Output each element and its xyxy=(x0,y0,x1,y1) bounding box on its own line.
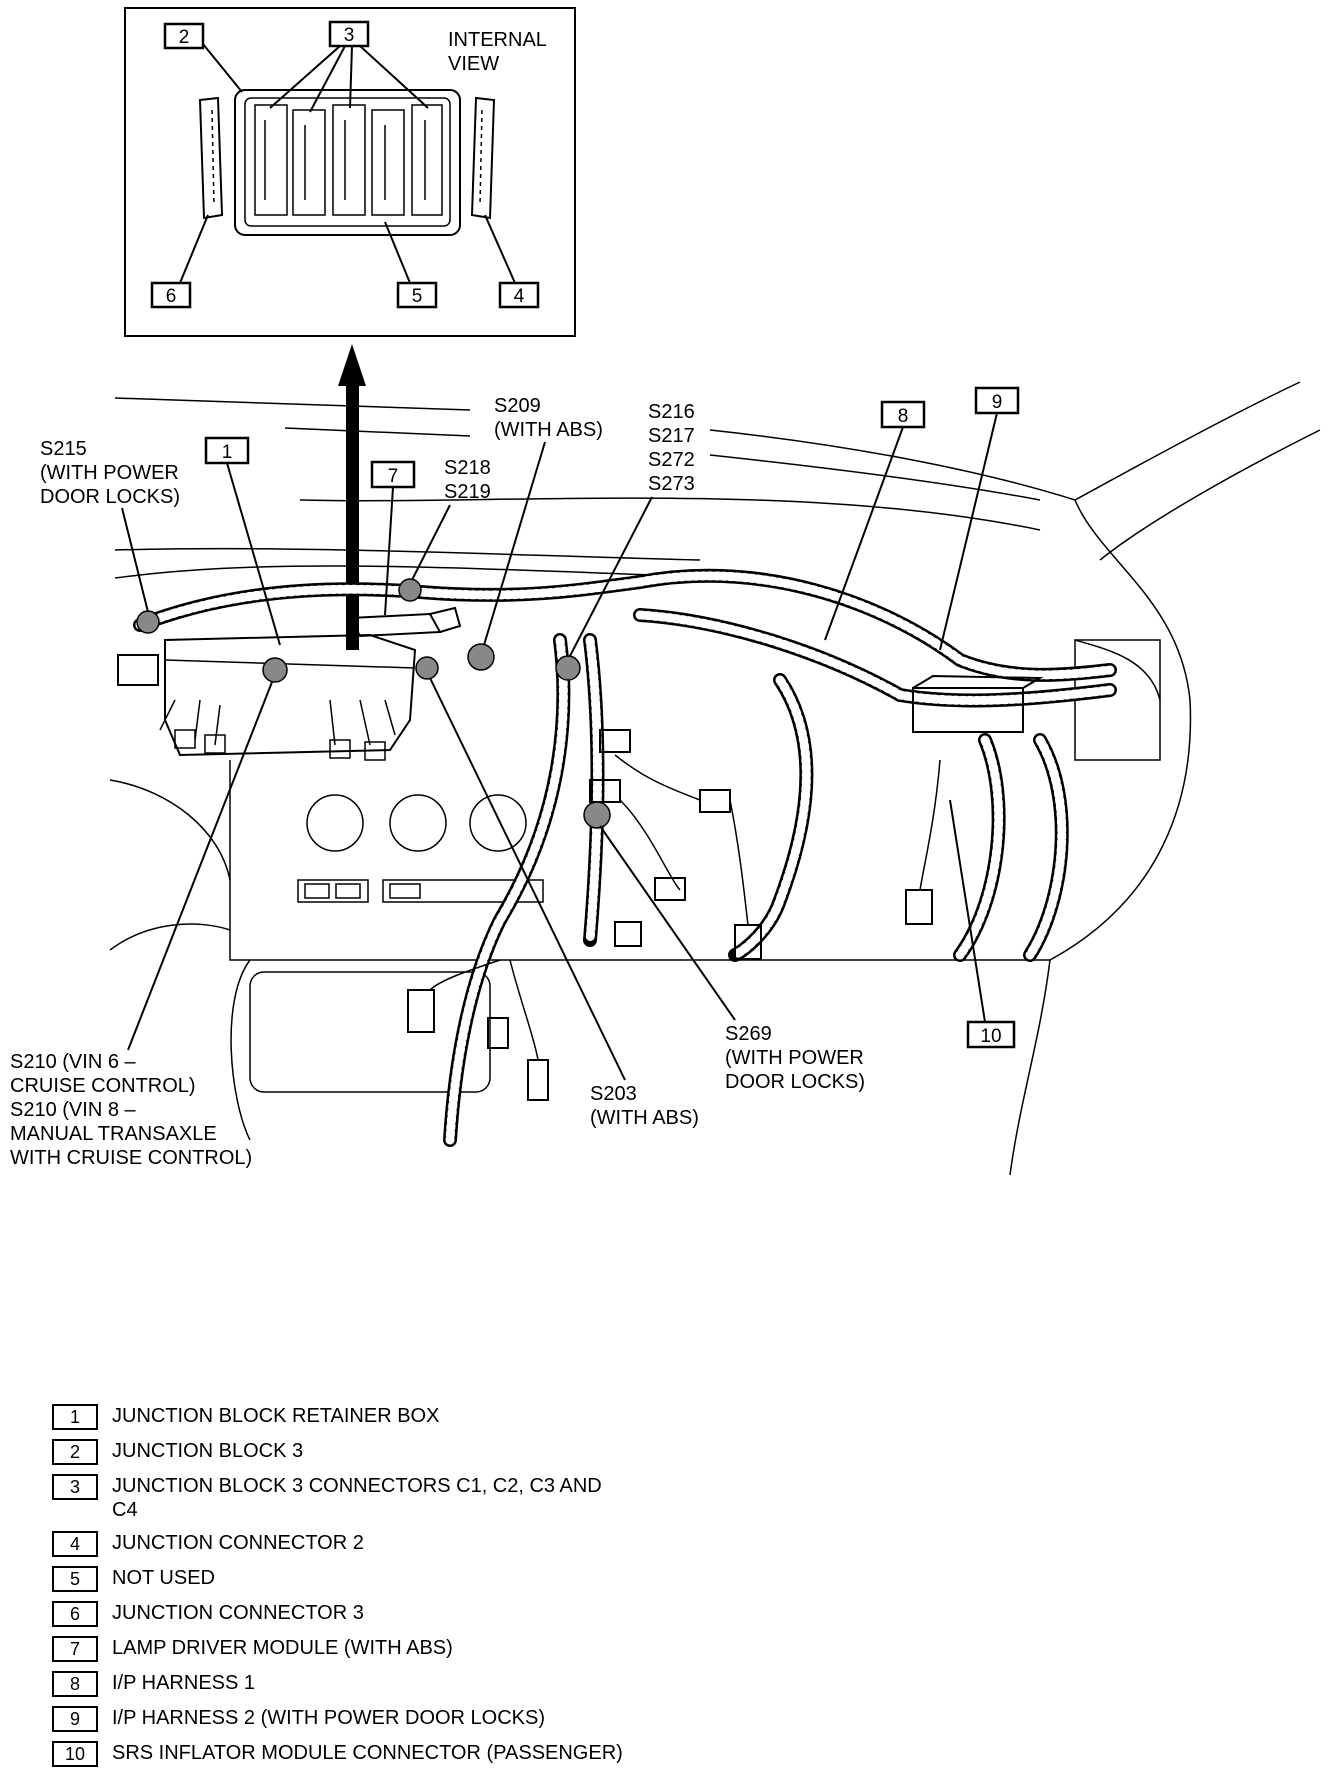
svg-text:(WITH ABS): (WITH ABS) xyxy=(590,1107,699,1129)
splice-s203 xyxy=(415,656,439,680)
legend-text: JUNCTION BLOCK 3 xyxy=(112,1440,304,1462)
view-arrow xyxy=(338,344,366,650)
label-s218-s219: S218 S219 xyxy=(411,457,491,581)
splice-s218-s219 xyxy=(398,578,422,602)
legend-text: SRS INFLATOR MODULE CONNECTOR (PASSENGER… xyxy=(112,1742,623,1764)
legend-text: I/P HARNESS 1 xyxy=(112,1672,256,1694)
svg-text:S218: S218 xyxy=(444,457,491,479)
inset-title-line1: INTERNAL xyxy=(448,29,547,51)
legend-text: I/P HARNESS 2 (WITH POWER DOOR LOCKS) xyxy=(112,1707,546,1729)
legend-number: 9 xyxy=(52,1706,98,1732)
legend-text: JUNCTION BLOCK RETAINER BOX xyxy=(112,1405,440,1427)
legend-item: 3 JUNCTION BLOCK 3 CONNECTORS C1, C2, C3… xyxy=(52,1474,952,1522)
inset-title-line2: VIEW xyxy=(448,53,499,75)
legend-number: 6 xyxy=(52,1601,98,1627)
svg-text:S215: S215 xyxy=(40,438,87,460)
label-s209: S209 (WITH ABS) xyxy=(483,395,603,646)
svg-text:S272: S272 xyxy=(648,449,695,471)
legend-number: 3 xyxy=(52,1474,98,1500)
label-s216-s273: S216 S217 S272 S273 xyxy=(569,401,695,657)
svg-text:(WITH POWER: (WITH POWER xyxy=(40,462,179,484)
callout-9: 9 xyxy=(939,386,1020,651)
svg-text:S269: S269 xyxy=(725,1023,772,1045)
svg-text:1: 1 xyxy=(222,442,233,463)
legend-item: 6 JUNCTION CONNECTOR 3 xyxy=(52,1601,952,1627)
legend-text: JUNCTION CONNECTOR 2 xyxy=(112,1532,364,1554)
svg-text:S203: S203 xyxy=(590,1083,637,1105)
svg-text:9: 9 xyxy=(992,392,1003,413)
svg-text:S210 (VIN 6 –: S210 (VIN 6 – xyxy=(10,1051,137,1073)
svg-text:WITH CRUISE CONTROL): WITH CRUISE CONTROL) xyxy=(10,1147,252,1169)
harness-connectors xyxy=(407,674,1044,1101)
svg-text:DOOR LOCKS): DOOR LOCKS) xyxy=(40,486,180,508)
legend-item: 8 I/P HARNESS 1 xyxy=(52,1671,952,1697)
svg-text:S219: S219 xyxy=(444,481,491,503)
label-s215: S215 (WITH POWER DOOR LOCKS) xyxy=(40,438,180,613)
label-s203: S203 (WITH ABS) xyxy=(429,677,699,1129)
legend-text: NOT USED xyxy=(112,1567,215,1589)
legend-item: 5 NOT USED xyxy=(52,1566,952,1592)
callout-10: 10 xyxy=(949,799,1016,1049)
legend-item: 10 SRS INFLATOR MODULE CONNECTOR (PASSEN… xyxy=(52,1741,952,1767)
inset-callout-5: 5 xyxy=(412,286,423,307)
junction-block-retainer-box xyxy=(117,633,417,761)
legend-number: 10 xyxy=(52,1741,98,1767)
label-s210: S210 (VIN 6 – CRUISE CONTROL) S210 (VIN … xyxy=(10,681,273,1169)
inset-internal-view: INTERNAL VIEW 2 3 6 xyxy=(124,7,576,337)
inset-callout-2: 2 xyxy=(179,27,190,48)
svg-text:S210 (VIN 8 –: S210 (VIN 8 – xyxy=(10,1099,137,1121)
svg-text:MANUAL TRANSAXLE: MANUAL TRANSAXLE xyxy=(10,1123,217,1145)
callout-7: 7 xyxy=(370,460,416,616)
legend-item: 7 LAMP DRIVER MODULE (WITH ABS) xyxy=(52,1636,952,1662)
splice-s215 xyxy=(136,610,160,634)
legend: 1 JUNCTION BLOCK RETAINER BOX 2 JUNCTION… xyxy=(52,1404,952,1776)
svg-text:DOOR LOCKS): DOOR LOCKS) xyxy=(725,1071,865,1093)
splice-s269 xyxy=(583,801,611,829)
splice-s209 xyxy=(467,643,495,671)
legend-item: 4 JUNCTION CONNECTOR 2 xyxy=(52,1531,952,1557)
legend-number: 8 xyxy=(52,1671,98,1697)
legend-number: 7 xyxy=(52,1636,98,1662)
svg-text:S217: S217 xyxy=(648,425,695,447)
inset-callout-6: 6 xyxy=(166,286,177,307)
legend-text: JUNCTION CONNECTOR 3 xyxy=(112,1602,364,1624)
svg-text:8: 8 xyxy=(898,406,909,427)
lamp-driver-module xyxy=(348,606,462,638)
harness-main xyxy=(133,568,1117,1147)
legend-item: 9 I/P HARNESS 2 (WITH POWER DOOR LOCKS) xyxy=(52,1706,952,1732)
svg-text:S273: S273 xyxy=(648,473,695,495)
legend-number: 1 xyxy=(52,1404,98,1430)
splices xyxy=(136,578,611,829)
legend-item: 2 JUNCTION BLOCK 3 xyxy=(52,1439,952,1465)
svg-text:10: 10 xyxy=(980,1026,1001,1047)
svg-text:(WITH ABS): (WITH ABS) xyxy=(494,419,603,441)
callout-1: 1 xyxy=(204,436,281,646)
legend-text: JUNCTION BLOCK 3 CONNECTORS C1, C2, C3 A… xyxy=(112,1475,602,1521)
splice-s216-s273 xyxy=(555,655,581,681)
splice-s210 xyxy=(262,657,288,683)
inset-callout-3: 3 xyxy=(344,25,355,46)
svg-text:CRUISE CONTROL): CRUISE CONTROL) xyxy=(10,1075,196,1097)
svg-text:S209: S209 xyxy=(494,395,541,417)
inset-callout-4: 4 xyxy=(514,286,525,307)
callout-8: 8 xyxy=(824,400,926,641)
svg-text:S216: S216 xyxy=(648,401,695,423)
legend-number: 5 xyxy=(52,1566,98,1592)
legend-number: 2 xyxy=(52,1439,98,1465)
svg-text:(WITH POWER: (WITH POWER xyxy=(725,1047,864,1069)
label-s269: S269 (WITH POWER DOOR LOCKS) xyxy=(599,825,865,1093)
legend-text: LAMP DRIVER MODULE (WITH ABS) xyxy=(112,1637,453,1659)
legend-item: 1 JUNCTION BLOCK RETAINER BOX xyxy=(52,1404,952,1430)
svg-text:7: 7 xyxy=(388,466,399,487)
dashboard-outline xyxy=(109,381,1321,1176)
legend-number: 4 xyxy=(52,1531,98,1557)
